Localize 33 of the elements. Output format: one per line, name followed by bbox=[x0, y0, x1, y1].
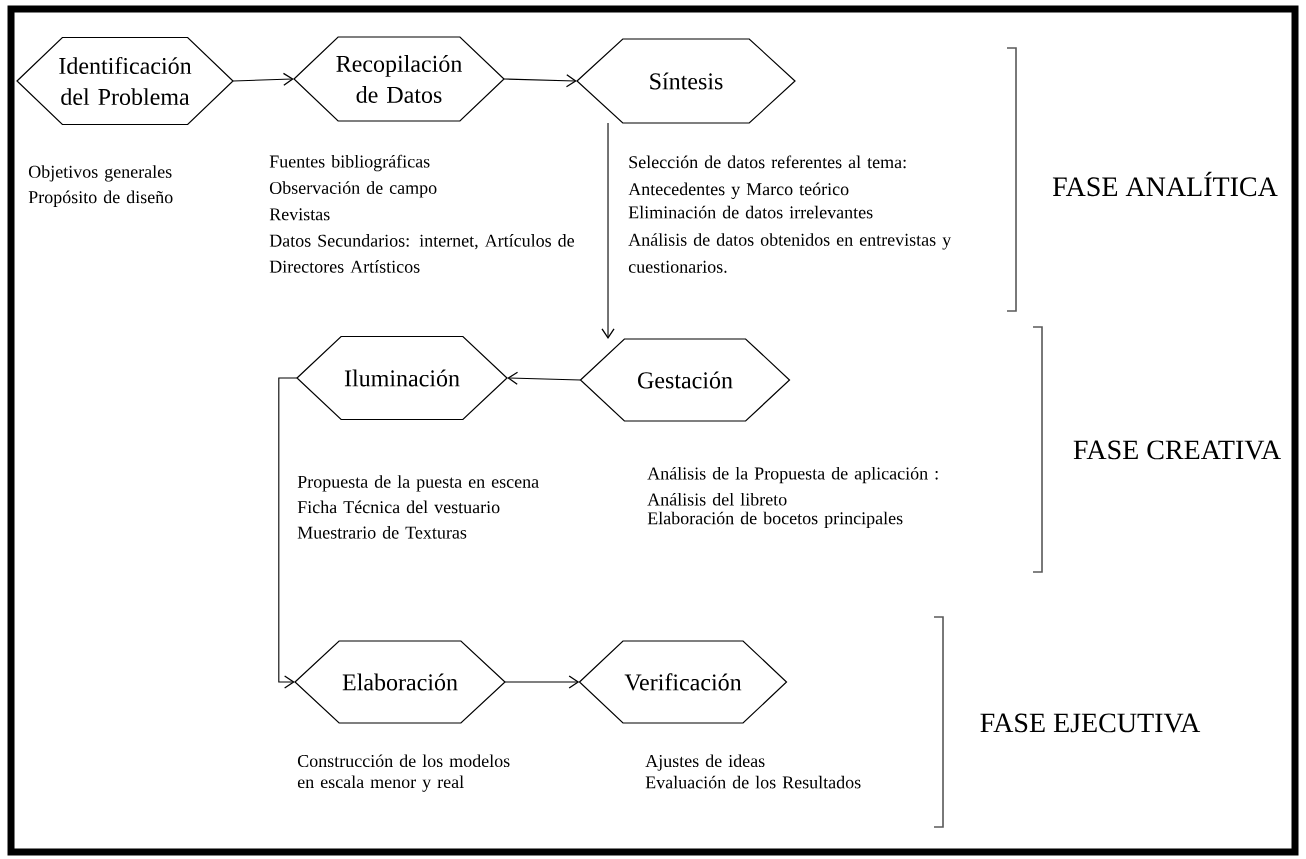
arrow bbox=[601, 122, 615, 339]
description-text: Ajustes de ideas bbox=[645, 754, 765, 771]
description-text: Evaluación de los Resultados bbox=[645, 775, 861, 789]
hexagon-box: Síntesis bbox=[576, 38, 796, 124]
description-text: Propuesta de la puesta en escena bbox=[297, 475, 539, 492]
description-text: Ficha Técnica del vestuario bbox=[297, 500, 500, 514]
arrow bbox=[278, 377, 298, 689]
description-text: Propósito de diseño bbox=[28, 190, 173, 207]
description-text: Selección de datos referentes al tema: Antecedentes y Marco teórico bbox=[628, 155, 906, 199]
hexagon-box: Elaboración bbox=[294, 640, 506, 724]
description-text: Muestrario de Texturas bbox=[297, 526, 467, 539]
description-text: Fuentes bibliográficas bbox=[269, 154, 430, 172]
hexagon-box: Gestación bbox=[579, 338, 791, 422]
description-text: Datos Secundarios: internet, Artículos de Directores Artísticos bbox=[269, 234, 575, 273]
arrow bbox=[507, 371, 581, 385]
description-text: Construcción de los modelos en escala menor y real bbox=[297, 754, 510, 792]
arrow bbox=[503, 74, 577, 88]
description-text: Elaboración de bocetos principales bbox=[647, 511, 903, 528]
description-text: Análisis de datos obtenidos en entrevistas y cuestionarios. bbox=[628, 233, 952, 273]
description-text: Análisis de la Propuesta de aplicación : Análisis del libreto bbox=[647, 466, 938, 506]
phase-label: FASE ANALÍTICA bbox=[1052, 171, 1278, 197]
arrow bbox=[232, 72, 294, 86]
arrow bbox=[504, 675, 580, 689]
description-text: Eliminación de datos irrelevantes bbox=[628, 205, 873, 219]
phase-label: FASE CREATIVA bbox=[1073, 440, 1281, 460]
description-text: Observación de campo bbox=[269, 181, 437, 198]
description-text: Revistas bbox=[269, 208, 330, 221]
hexagon-box: Identificación del Problema bbox=[16, 36, 234, 126]
phase-label: FASE EJECUTIVA bbox=[980, 713, 1201, 733]
hexagon-box: Verificación bbox=[578, 640, 788, 724]
hexagon-box: Recopilación de Datos bbox=[293, 36, 505, 122]
hexagon-box: Iluminación bbox=[296, 335, 508, 421]
description-text: Objetivos generales bbox=[28, 165, 172, 182]
